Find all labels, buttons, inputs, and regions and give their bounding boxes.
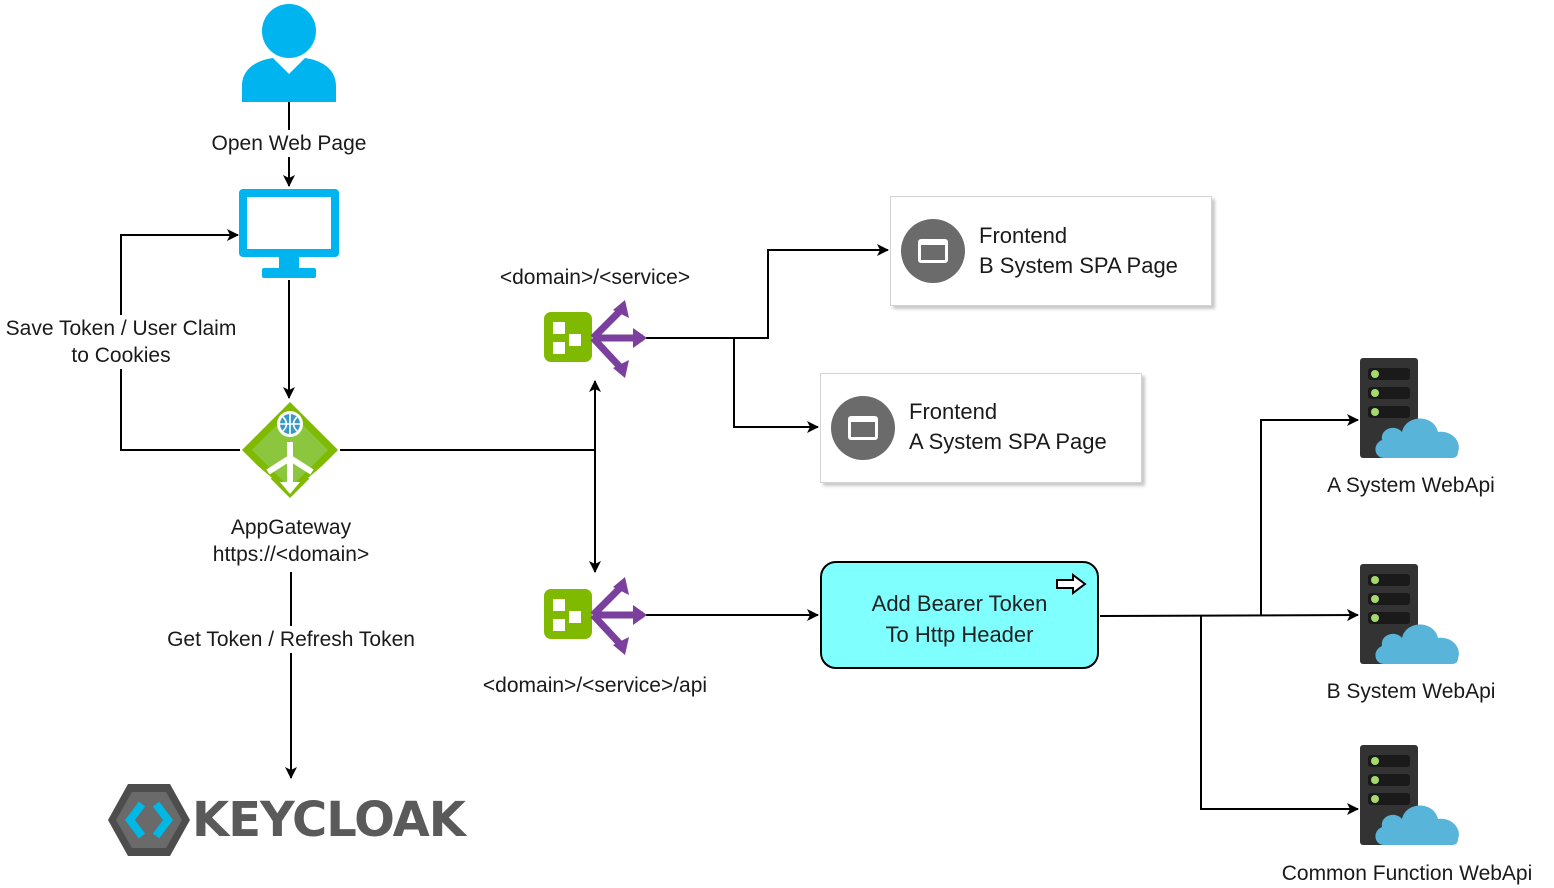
label-route-service-api: <domain>/<service>/api: [482, 674, 708, 697]
traffic-routing-icon: [544, 577, 647, 655]
frontend-a-line2: A System SPA Page: [909, 429, 1107, 454]
label-get-token: Get Token / Refresh Token: [155, 626, 427, 653]
label-b-system-webapi: B System WebApi: [1326, 680, 1496, 703]
keycloak-logo: KEYCLOAK: [108, 782, 478, 858]
frontend-a-line1: Frontend: [909, 399, 998, 424]
label-common-function-webapi: Common Function WebApi: [1281, 862, 1533, 885]
edge-bearer-to-common-api: [1200, 616, 1359, 815]
label-route-service: <domain>/<service>: [499, 266, 691, 289]
keycloak-wordmark: KEYCLOAK: [192, 792, 466, 848]
label-a-system-webapi: A System WebApi: [1327, 474, 1495, 497]
label-appgateway-line2: https://<domain>: [212, 543, 370, 566]
add-bearer-token-box: Add Bearer Token To Http Header: [820, 561, 1099, 669]
server-cloud-icon: [1360, 358, 1459, 458]
app-gateway-icon: [242, 402, 338, 498]
user-icon: [242, 4, 336, 102]
label-save-token-line2: to Cookies: [71, 344, 171, 367]
browser-window-icon: [831, 396, 895, 460]
frontend-b-box: Frontend B System SPA Page: [890, 196, 1212, 306]
edge-router-top-to-frontend-b: [646, 244, 889, 339]
edge-bearer-to-b-api: [1099, 609, 1359, 622]
arrow-right-icon: [1056, 573, 1087, 595]
keycloak-mark-icon: [108, 784, 190, 856]
browser-window-icon: [901, 219, 965, 283]
bearer-line2: To Http Header: [885, 622, 1034, 647]
bearer-line1: Add Bearer Token: [871, 591, 1048, 616]
label-appgateway: AppGateway https://<domain>: [181, 514, 401, 568]
edge-router-top-to-frontend-a: [733, 338, 819, 433]
edge-bearer-to-a-api: [1260, 414, 1359, 616]
server-cloud-icon: [1360, 564, 1459, 664]
label-save-token: Save Token / User Claim to Cookies: [0, 315, 242, 369]
monitor-icon: [239, 189, 339, 278]
frontend-a-box: Frontend A System SPA Page: [820, 373, 1142, 483]
server-cloud-icon: [1360, 745, 1459, 845]
label-save-token-line1: Save Token / User Claim: [5, 317, 237, 340]
frontend-b-line2: B System SPA Page: [979, 253, 1178, 278]
frontend-b-line1: Frontend: [979, 223, 1068, 248]
traffic-routing-icon: [544, 300, 647, 378]
label-appgateway-line1: AppGateway: [230, 516, 352, 539]
label-open-web-page: Open Web Page: [200, 130, 378, 157]
